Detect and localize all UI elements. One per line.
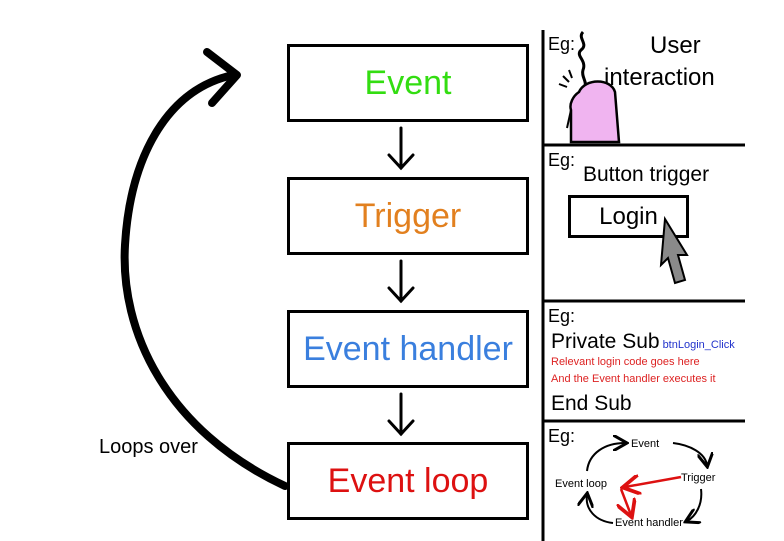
panel1-title-line2: interaction [604,64,715,91]
panel1-eg-label: Eg: [548,34,576,54]
step-event-handler-label: Event handler [303,329,513,368]
step-trigger-label: Trigger [354,196,462,235]
step-event-label: Event [364,63,452,102]
down-arrow-2 [387,259,415,304]
cursor-arrow-icon [659,215,689,285]
mini-event-label: Event [631,438,659,450]
down-arrow-3 [387,392,415,437]
panel1-title-line1: User [650,32,701,59]
panel4-eg-label: Eg: [548,426,576,446]
step-trigger: Trigger [287,177,529,255]
code-end-sub: End Sub [551,392,632,415]
step-event-loop: Event loop [287,442,529,520]
mouse-hand-icon [558,30,621,144]
panel2-title: Button trigger [583,163,710,186]
step-event: Event [287,44,529,122]
panel2-eg-label: Eg: [548,150,576,170]
down-arrow-1 [387,126,415,171]
mini-trigger-label: Trigger [681,472,716,484]
mini-event-handler-label: Event handler [615,517,683,529]
step-event-loop-label: Event loop [327,461,489,500]
step-event-handler: Event handler [287,310,529,388]
code-handler-name: btnLogin_Click [662,339,735,351]
login-button-label: Login [599,202,658,230]
loop-label: Loops over [99,436,198,458]
mini-event-loop-label: Event loop [555,478,607,490]
code-private-sub: Private Sub [551,330,660,353]
panel3-eg-label: Eg: [548,306,576,326]
code-comment-1: Relevant login code goes here [551,356,700,368]
code-comment-2: And the Event handler executes it [551,373,716,385]
mini-loop-diagram: Event Trigger Event loop Event handler [555,425,716,529]
